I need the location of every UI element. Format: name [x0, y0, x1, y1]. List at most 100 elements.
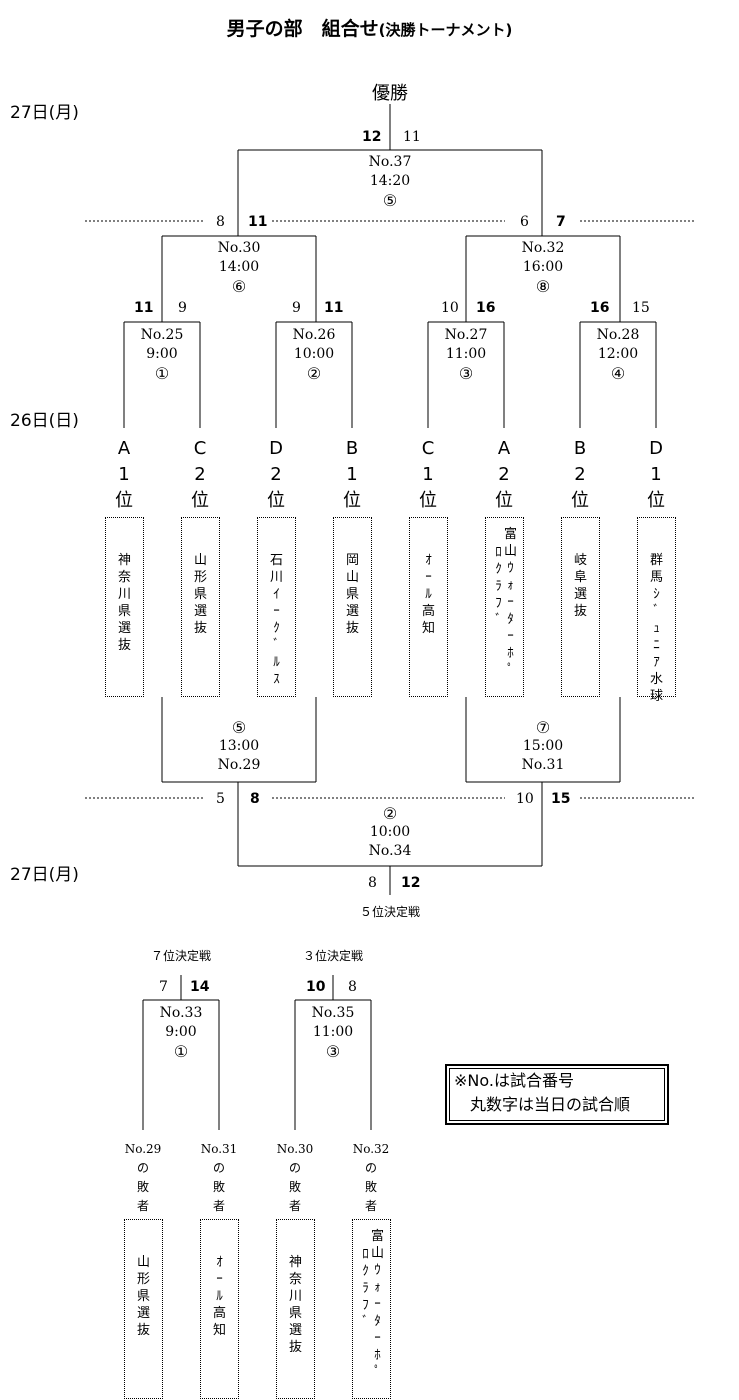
match-no: No.27: [444, 327, 488, 343]
match-order: ⑤: [382, 191, 398, 210]
team-box-5: ｵｰﾙ高知: [409, 517, 448, 697]
qf4-match: No.28 12:00 ④: [597, 326, 640, 383]
note-line-2: 丸数字は当日の試合順: [454, 1095, 631, 1114]
match-time: 11:00: [312, 1024, 354, 1040]
final-score-right: 11: [403, 129, 421, 145]
match-order: ③: [325, 1042, 341, 1061]
match-no: No.31: [521, 757, 565, 773]
team-name-column: 石川ｲｰｸﾞﾙｽ: [269, 553, 283, 687]
qf2-match: No.26 10:00 ②: [293, 326, 336, 383]
qf1-score-left: 11: [134, 300, 154, 316]
team-box-3: 石川ｲｰｸﾞﾙｽ: [257, 517, 296, 697]
seventh-score-left: 7: [159, 979, 168, 995]
cons-left-match: ⑤ 13:00 No.29: [218, 718, 261, 775]
team-name-column: 群馬ｼﾞｭﾆｱ水球: [649, 553, 663, 704]
team-box-7: 岐阜選抜: [561, 517, 600, 697]
match-no: No.30: [217, 240, 261, 256]
match-order: ①: [173, 1042, 189, 1061]
qf3-score-left: 10: [441, 300, 459, 316]
match-time: 12:00: [597, 346, 639, 362]
team-name-column: 神奈川県選抜: [288, 1255, 302, 1355]
qf4-score-right: 15: [632, 300, 650, 316]
match-no: No.37: [368, 154, 412, 170]
match-order: ②: [382, 804, 398, 823]
third-match: No.35 11:00 ③: [312, 1004, 355, 1061]
match-time: 9:00: [165, 1024, 197, 1040]
semi-left-score-left: 8: [216, 214, 225, 230]
team-name-column: ﾛｸﾗﾌﾞ: [495, 545, 502, 628]
third-score-left: 10: [306, 979, 326, 995]
loser-team-box-4: 富山ｳｫｰﾀｰﾎﾟﾛｸﾗﾌﾞ: [352, 1219, 391, 1399]
third-score-right: 8: [348, 979, 357, 995]
team-name-column: ｵｰﾙ高知: [421, 553, 435, 636]
match-no: No.26: [292, 327, 336, 343]
date-final-day: 27日(月): [10, 103, 79, 123]
team-name-column: 岡山県選抜: [345, 553, 359, 636]
page-title: 男子の部 組合せ(決勝トーナメント): [226, 18, 513, 40]
qf1-score-right: 9: [178, 300, 187, 316]
note-line-1: ※No.は試合番号: [454, 1071, 574, 1090]
seventh-score-right: 14: [190, 979, 210, 995]
semi-right-score-left: 6: [520, 214, 529, 230]
match-order: ⑤: [231, 718, 247, 737]
match-time: 10:00: [293, 346, 335, 362]
match-no: No.34: [368, 843, 412, 859]
loser-team-box-1: 山形県選抜: [124, 1219, 163, 1399]
fifth-match: ② 10:00 No.34: [369, 804, 412, 861]
match-time: 14:00: [218, 259, 260, 275]
qf3-score-right: 16: [476, 300, 496, 316]
match-no: No.33: [159, 1005, 203, 1021]
qf4-score-left: 16: [590, 300, 610, 316]
semi-right-match: No.32 16:00 ⑧: [522, 239, 565, 296]
match-time: 16:00: [522, 259, 564, 275]
team-box-8: 群馬ｼﾞｭﾆｱ水球: [637, 517, 676, 704]
match-time: 14:20: [369, 173, 411, 189]
final-match: No.37 14:20 ⑤: [369, 153, 412, 210]
team-name-column: ｵｰﾙ高知: [212, 1255, 226, 1338]
team-name-column: ﾛｸﾗﾌﾞ: [362, 1247, 369, 1330]
loser-team-box-2: ｵｰﾙ高知: [200, 1219, 239, 1399]
team-box-4: 岡山県選抜: [333, 517, 372, 697]
final-score-left: 12: [362, 129, 382, 145]
team-name-column: 富山ｳｫｰﾀｰﾎﾟ: [370, 1229, 384, 1380]
match-time: 11:00: [445, 346, 487, 362]
cons-right-score-left: 10: [516, 791, 534, 807]
loser-team-box-3: 神奈川県選抜: [276, 1219, 315, 1399]
team-name-column: 岐阜選抜: [573, 553, 587, 619]
team-name-column: 山形県選抜: [193, 553, 207, 636]
cons-left-score-right: 8: [250, 791, 260, 807]
qf3-match: No.27 11:00 ③: [445, 326, 488, 383]
team-box-1: 神奈川県選抜: [105, 517, 144, 697]
match-time: 13:00: [218, 738, 260, 754]
note-box: ※No.は試合番号 丸数字は当日の試合順: [445, 1064, 669, 1125]
qf2-score-left: 9: [292, 300, 301, 316]
match-order: ④: [610, 364, 626, 383]
date-first-day: 26日(日): [10, 411, 79, 431]
qf1-match: No.25 9:00 ①: [141, 326, 184, 383]
match-order: ③: [458, 364, 474, 383]
match-time: 9:00: [146, 346, 178, 362]
fifth-label: ５位決定戦: [359, 905, 421, 919]
match-order: ①: [154, 364, 170, 383]
team-box-6: 富山ｳｫｰﾀｰﾎﾟﾛｸﾗﾌﾞ: [485, 517, 524, 697]
match-order: ②: [306, 364, 322, 383]
cons-right-score-right: 15: [551, 791, 571, 807]
seventh-label: ７位決定戦: [150, 949, 212, 963]
team-name-column: 山形県選抜: [136, 1255, 150, 1338]
fifth-score-left: 8: [368, 875, 377, 891]
team-name-column: 富山ｳｫｰﾀｰﾎﾟ: [503, 527, 517, 678]
match-order: ⑦: [535, 718, 551, 737]
